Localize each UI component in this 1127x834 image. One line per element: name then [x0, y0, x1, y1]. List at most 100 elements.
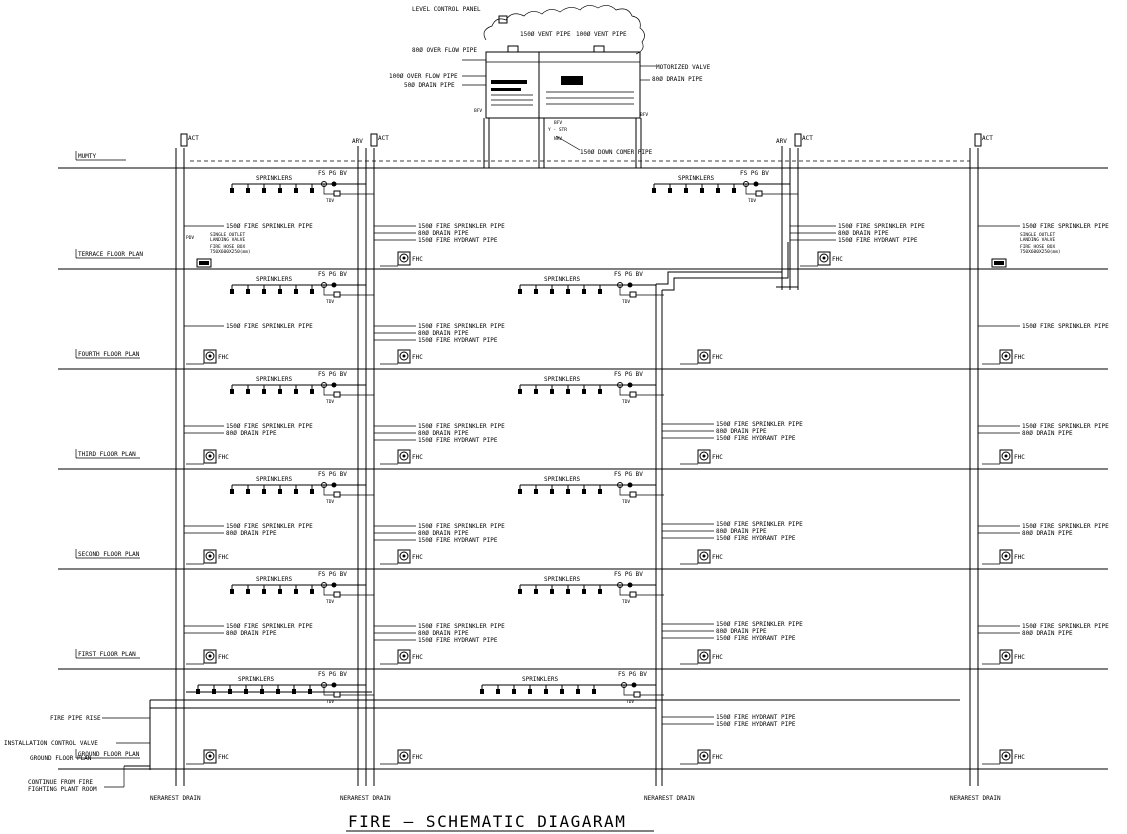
fhc-hub — [402, 454, 406, 458]
pipe-label: 150Ø FIRE SPRINKLER PIPE — [418, 623, 505, 630]
left-legend: FIRE PIPE RISE INSTALLATION CONTROL VALV… — [4, 715, 150, 793]
sprinkler-head — [278, 489, 282, 494]
sprinkler-head — [294, 289, 298, 294]
test-drain-line — [323, 685, 334, 696]
tdv-label: TDV — [326, 299, 334, 305]
fhc-label: FHC — [1014, 654, 1025, 661]
pipe-label: 150Ø FIRE HYDRANT PIPE — [716, 721, 796, 728]
sprinkler-head — [684, 188, 688, 193]
sprinkler-head — [716, 188, 720, 193]
fhc-hub — [1004, 654, 1008, 658]
sprinkler-head — [518, 589, 522, 594]
fhc-cabinet — [203, 449, 217, 464]
level-control-panel-box — [498, 15, 508, 24]
sprinklers-label: SPRINKLERS — [256, 175, 293, 182]
pdv-label-left: PDV — [186, 235, 194, 241]
sprinkler-head — [534, 389, 538, 394]
test-drain-line — [323, 184, 334, 195]
butterfly-valve — [331, 181, 337, 187]
fhc-hub — [402, 354, 406, 358]
butterfly-valve — [331, 682, 337, 688]
fhc-hose-reel — [205, 651, 215, 661]
hose-box-label-left-1: FIRE HOSE BOX — [210, 244, 246, 250]
drain-pipe-50-label: 50Ø DRAIN PIPE — [404, 82, 455, 89]
sprinklers-label: SPRINKLERS — [544, 476, 581, 483]
sprinkler-head — [294, 489, 298, 494]
sprinkler-head — [550, 289, 554, 294]
installation-control-valve-label: INSTALLATION CONTROL VALVE — [4, 740, 98, 747]
sprinkler-head — [278, 589, 282, 594]
sprinkler-head — [230, 489, 234, 494]
sprinklers-label: SPRINKLERS — [544, 276, 581, 283]
fs-pg-bv-label: FS PG BV — [318, 571, 347, 578]
sprinklers-label: SPRINKLERS — [256, 376, 293, 383]
over-flow-80-label: 80Ø OVER FLOW PIPE — [412, 47, 477, 54]
fhc-label: FHC — [218, 654, 229, 661]
fhc-hub — [402, 654, 406, 658]
ground-floor-plan-legend-label: GROUND FLOOR PLAN — [30, 755, 92, 762]
hose-box-label-left-2: 750X600X250(mm) — [210, 249, 251, 255]
fhc-hose-reel — [699, 551, 709, 561]
fhc-cabinet — [999, 549, 1013, 564]
pipe-label: 150Ø FIRE HYDRANT PIPE — [418, 337, 498, 344]
butterfly-valve — [627, 482, 633, 488]
pipe-label: 80Ø DRAIN PIPE — [1022, 530, 1073, 537]
sprinkler-head — [566, 589, 570, 594]
test-drain-line — [619, 485, 630, 496]
fhc-cabinet — [203, 549, 217, 564]
arv-label: ARV — [352, 138, 363, 145]
fhc-hub — [822, 256, 826, 260]
sprinkler-head — [576, 689, 580, 694]
pipe-label: 150Ø FIRE SPRINKLER PIPE — [1022, 423, 1109, 430]
fhc-cabinet — [697, 749, 711, 764]
pipe-label: 80Ø DRAIN PIPE — [226, 530, 277, 537]
pipe-label: 150Ø FIRE SPRINKLER PIPE — [838, 223, 925, 230]
fhc-cabinet — [203, 749, 217, 764]
test-drain-line — [323, 385, 334, 396]
fhc-label: FHC — [1014, 554, 1025, 561]
sprinkler-head — [598, 589, 602, 594]
fighting-plant-room-label: FIGHTING PLANT ROOM — [28, 786, 97, 793]
pipe-label: 80Ø DRAIN PIPE — [716, 428, 767, 435]
sprinkler-head — [230, 289, 234, 294]
nearest-drain-label: NERAREST DRAIN — [950, 795, 1001, 802]
down-comer-label: 150Ø DOWN COMER PIPE — [580, 149, 653, 156]
y-str-label: Y - STR — [548, 127, 567, 133]
tdv-label: TDV — [326, 599, 334, 605]
pipe-label: 150Ø FIRE SPRINKLER PIPE — [226, 223, 313, 230]
fhc-hub — [208, 654, 212, 658]
motorized-valve-label: MOTORIZED VALVE — [656, 64, 711, 71]
bfv-label: BFV — [554, 120, 562, 126]
sprinkler-head — [518, 289, 522, 294]
fhc-label: FHC — [412, 754, 423, 761]
tdv-valve — [333, 491, 341, 498]
sprinkler-head — [496, 689, 500, 694]
fhc-hub — [208, 354, 212, 358]
fhc-cabinet — [397, 251, 411, 266]
sprinkler-head — [534, 489, 538, 494]
fhc-hose-reel — [819, 253, 829, 263]
tdv-valve — [755, 190, 763, 197]
sprinkler-head — [598, 389, 602, 394]
fhc-hose-reel — [399, 551, 409, 561]
test-drain-line — [745, 184, 756, 195]
act-label: ACT — [188, 135, 199, 142]
interconnection-pipes — [124, 242, 960, 770]
sprinklers-label: SPRINKLERS — [544, 376, 581, 383]
fhc-hose-reel — [699, 451, 709, 461]
fhc-hub — [1004, 754, 1008, 758]
fhc-label: FHC — [218, 454, 229, 461]
fhc-hose-reel — [699, 351, 709, 361]
sprinkler-head — [534, 289, 538, 294]
fhc-hub — [402, 256, 406, 260]
sprinkler-head — [566, 489, 570, 494]
sprinkler-head — [230, 589, 234, 594]
fs-pg-bv-label: FS PG BV — [740, 170, 769, 177]
tdv-label: TDV — [326, 399, 334, 405]
fhc-hub — [402, 554, 406, 558]
diagram-title: FIRE — SCHEMATIC DIAGARAM — [348, 812, 626, 831]
butterfly-valve — [631, 682, 637, 688]
tank-inlet-black — [491, 80, 527, 84]
tdv-valve — [333, 291, 341, 298]
terrace-landing-valve-right: SINGLE OUTLET LANDING VALVE FIRE HOSE BO… — [991, 232, 1061, 268]
